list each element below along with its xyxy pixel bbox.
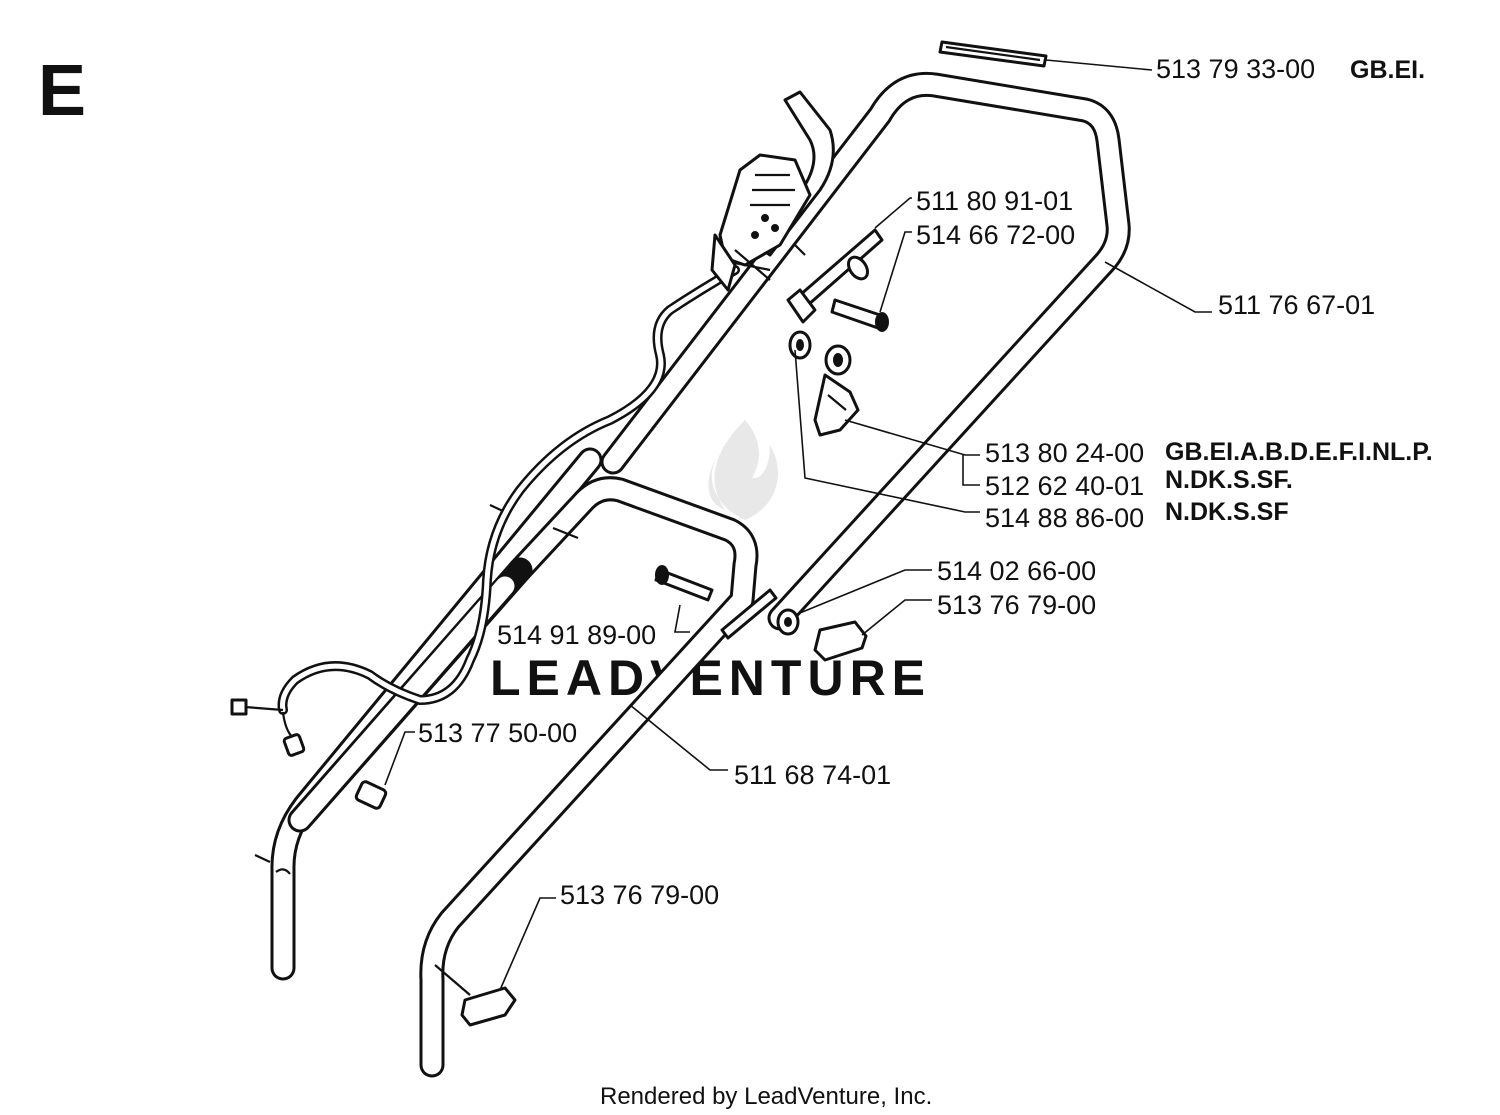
watermark: LEADVENTURE — [490, 420, 931, 706]
pn-514-91-89-00: 514 91 89-00 — [497, 620, 656, 650]
pn-513-80-24-00: 513 80 24-00 — [985, 438, 1144, 468]
pn-513-76-79-00-b: 513 76 79-00 — [560, 880, 719, 910]
market-512-62-40-01: N.DK.S.SF. — [1165, 466, 1293, 494]
pn-514-66-72-00: 514 66 72-00 — [916, 220, 1075, 250]
leader-lines — [384, 59, 1212, 991]
pn-511-76-67-01: 511 76 67-01 — [1218, 290, 1375, 320]
callout-labels: 513 79 33-00 GB.EI. 511 80 91-01 514 66 … — [418, 54, 1433, 910]
section-letter: E — [38, 51, 86, 131]
control-lever-assembly — [710, 90, 835, 292]
footer-credit: Rendered by LeadVenture, Inc. — [600, 1083, 932, 1110]
pn-514-02-66-00: 514 02 66-00 — [937, 556, 1096, 586]
hardware-upper — [786, 228, 889, 332]
market-514-88-86-00: N.DK.S.SF — [1165, 498, 1289, 526]
pn-512-62-40-01: 512 62 40-01 — [985, 471, 1144, 501]
pn-513-76-79-00-a: 513 76 79-00 — [937, 590, 1096, 620]
pn-513-77-50-00: 513 77 50-00 — [418, 718, 577, 748]
pn-511-80-91-01: 511 80 91-01 — [916, 186, 1073, 216]
hardware-lower — [354, 565, 868, 1027]
market-513-80-24-00: GB.EI.A.B.D.E.F.I.NL.P. — [1165, 438, 1433, 466]
lower-handle-511-68-74-01 — [287, 476, 759, 1078]
flame-icon — [708, 420, 778, 520]
pn-514-88-86-00: 514 88 86-00 — [985, 503, 1144, 533]
pn-513-79-33-00: 513 79 33-00 — [1156, 54, 1315, 84]
watermark-text: LEADVENTURE — [490, 650, 931, 706]
market-513-79-33-00: GB.EI. — [1350, 56, 1425, 84]
control-cable — [230, 265, 740, 757]
part-513-79-33-00 — [938, 40, 1048, 68]
pn-511-68-74-01: 511 68 74-01 — [734, 760, 891, 790]
